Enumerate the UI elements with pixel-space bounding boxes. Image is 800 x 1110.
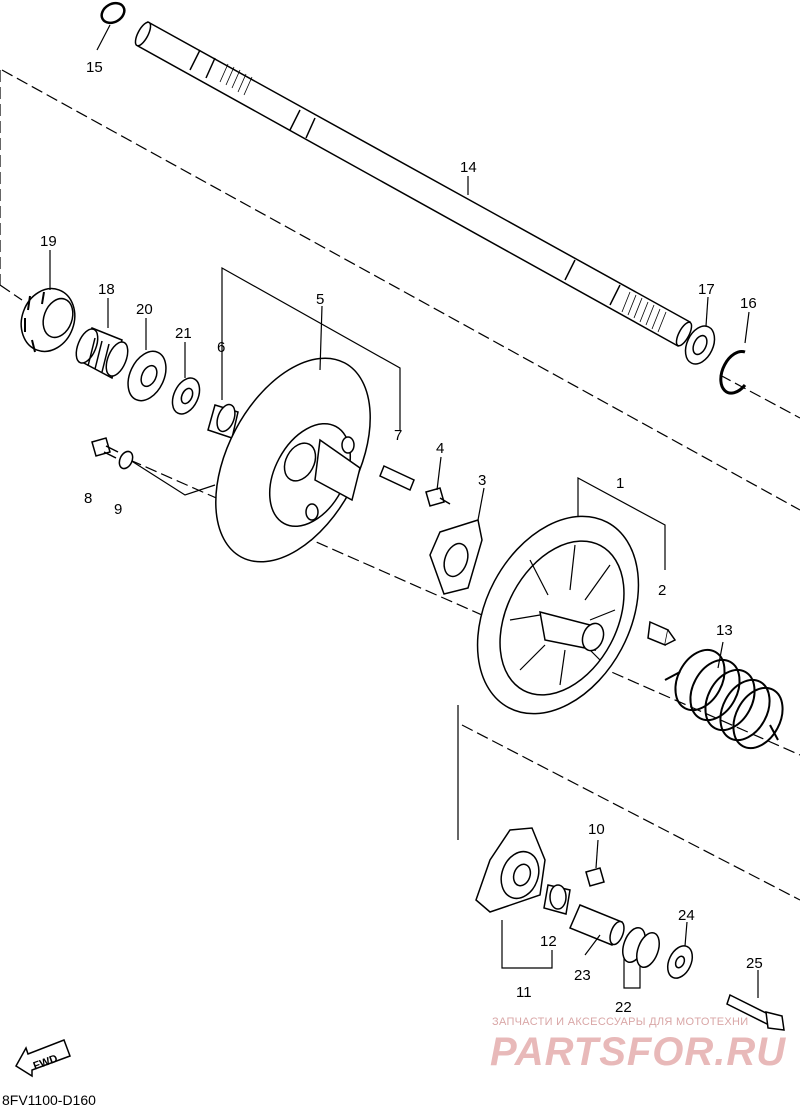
o-ring-part — [100, 1, 126, 25]
callout-17: 17 — [698, 281, 715, 298]
sheave-part — [215, 357, 371, 563]
callout-13: 13 — [716, 622, 733, 639]
washer-part — [666, 945, 694, 979]
cover-part — [475, 827, 546, 913]
sleeve-part — [569, 904, 625, 946]
nut-part — [585, 867, 605, 887]
callout-20: 20 — [136, 301, 153, 318]
bolt-part — [425, 487, 451, 507]
callout-25: 25 — [746, 955, 763, 972]
callout-8: 8 — [84, 490, 92, 507]
callout-16: 16 — [740, 295, 757, 312]
callout-22: 22 — [615, 999, 632, 1016]
callout-3: 3 — [478, 472, 486, 489]
washer-part — [171, 377, 201, 415]
callout-5: 5 — [316, 291, 324, 308]
gasket-part — [429, 519, 483, 595]
callout-4: 4 — [436, 440, 444, 457]
callout-23: 23 — [574, 967, 591, 984]
watermark-caption: ЗАПЧАСТИ И АКСЕССУАРЫ ДЛЯ МОТОТЕХНИ — [492, 1016, 749, 1028]
screw-part — [647, 620, 677, 647]
callout-21: 21 — [175, 325, 192, 342]
callout-14: 14 — [460, 159, 477, 176]
callout-15: 15 — [86, 59, 103, 76]
bushing-part — [75, 326, 129, 380]
bolt-part — [91, 437, 119, 459]
sheave-assembly-part — [476, 515, 640, 715]
callout-10: 10 — [588, 821, 605, 838]
group-brackets — [129, 266, 666, 989]
washer-part — [684, 325, 716, 365]
washer-part — [118, 450, 134, 470]
leader-lines — [49, 24, 759, 998]
callout-7: 7 — [394, 427, 402, 444]
fwd-arrow-icon: FWD — [14, 1039, 71, 1078]
callout-19: 19 — [40, 233, 57, 250]
washer-part — [127, 350, 167, 402]
circlip-part — [719, 350, 747, 395]
stud-part — [379, 464, 415, 492]
callout-labels: 1 2 3 4 5 6 7 8 9 10 11 12 13 14 15 16 1… — [40, 59, 763, 1016]
bearing-part — [207, 403, 239, 439]
callout-11: 11 — [516, 984, 532, 1001]
callout-9: 9 — [114, 501, 122, 518]
callout-12: 12 — [540, 933, 557, 950]
callout-6: 6 — [217, 339, 225, 356]
diagram-code: 8FV1100-D160 — [2, 1092, 96, 1108]
shaft-part — [134, 20, 693, 348]
bearing-part — [543, 884, 571, 915]
nut-part — [20, 287, 76, 353]
callout-18: 18 — [98, 281, 115, 298]
callout-24: 24 — [678, 907, 695, 924]
bolt-part — [726, 993, 785, 1031]
callout-1: 1 — [616, 475, 624, 492]
spring-part — [664, 648, 784, 750]
damper-part — [622, 926, 660, 969]
watermark-brand: PARTSFOR.RU — [490, 1030, 787, 1074]
callout-2: 2 — [658, 582, 666, 599]
